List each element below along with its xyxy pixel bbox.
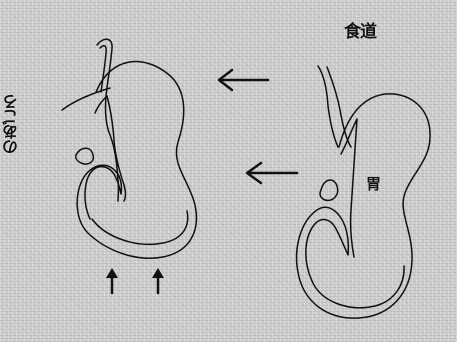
right-esophagus-inner-line — [327, 67, 351, 147]
left-bottom-stomach-curve — [92, 211, 188, 244]
left-fundus-shadow — [76, 148, 94, 164]
left-pointing-arrows — [219, 70, 297, 183]
bottom-upward-arrows — [106, 268, 164, 293]
esophagus-label: 食道 — [344, 24, 376, 41]
left-esophagus-inner-line — [100, 46, 106, 92]
right-stomach-outline — [297, 94, 430, 318]
right-esophagus-outline — [318, 66, 338, 147]
vertical-side-label: のあごろ — [4, 95, 20, 155]
right-stomach-inner-curve — [341, 119, 357, 257]
stomach-label: 胃 — [366, 177, 381, 192]
upward-arrow-1-head — [106, 268, 118, 278]
right-stomach-diagram — [297, 66, 430, 318]
left-stomach-outline — [77, 62, 196, 259]
left-stomach-diagram — [62, 39, 196, 258]
right-bottom-stomach-curve — [312, 266, 404, 308]
left-top-pointer-line — [62, 88, 110, 110]
upward-arrow-2-head — [152, 268, 164, 278]
right-fundus-shadow — [320, 180, 338, 200]
